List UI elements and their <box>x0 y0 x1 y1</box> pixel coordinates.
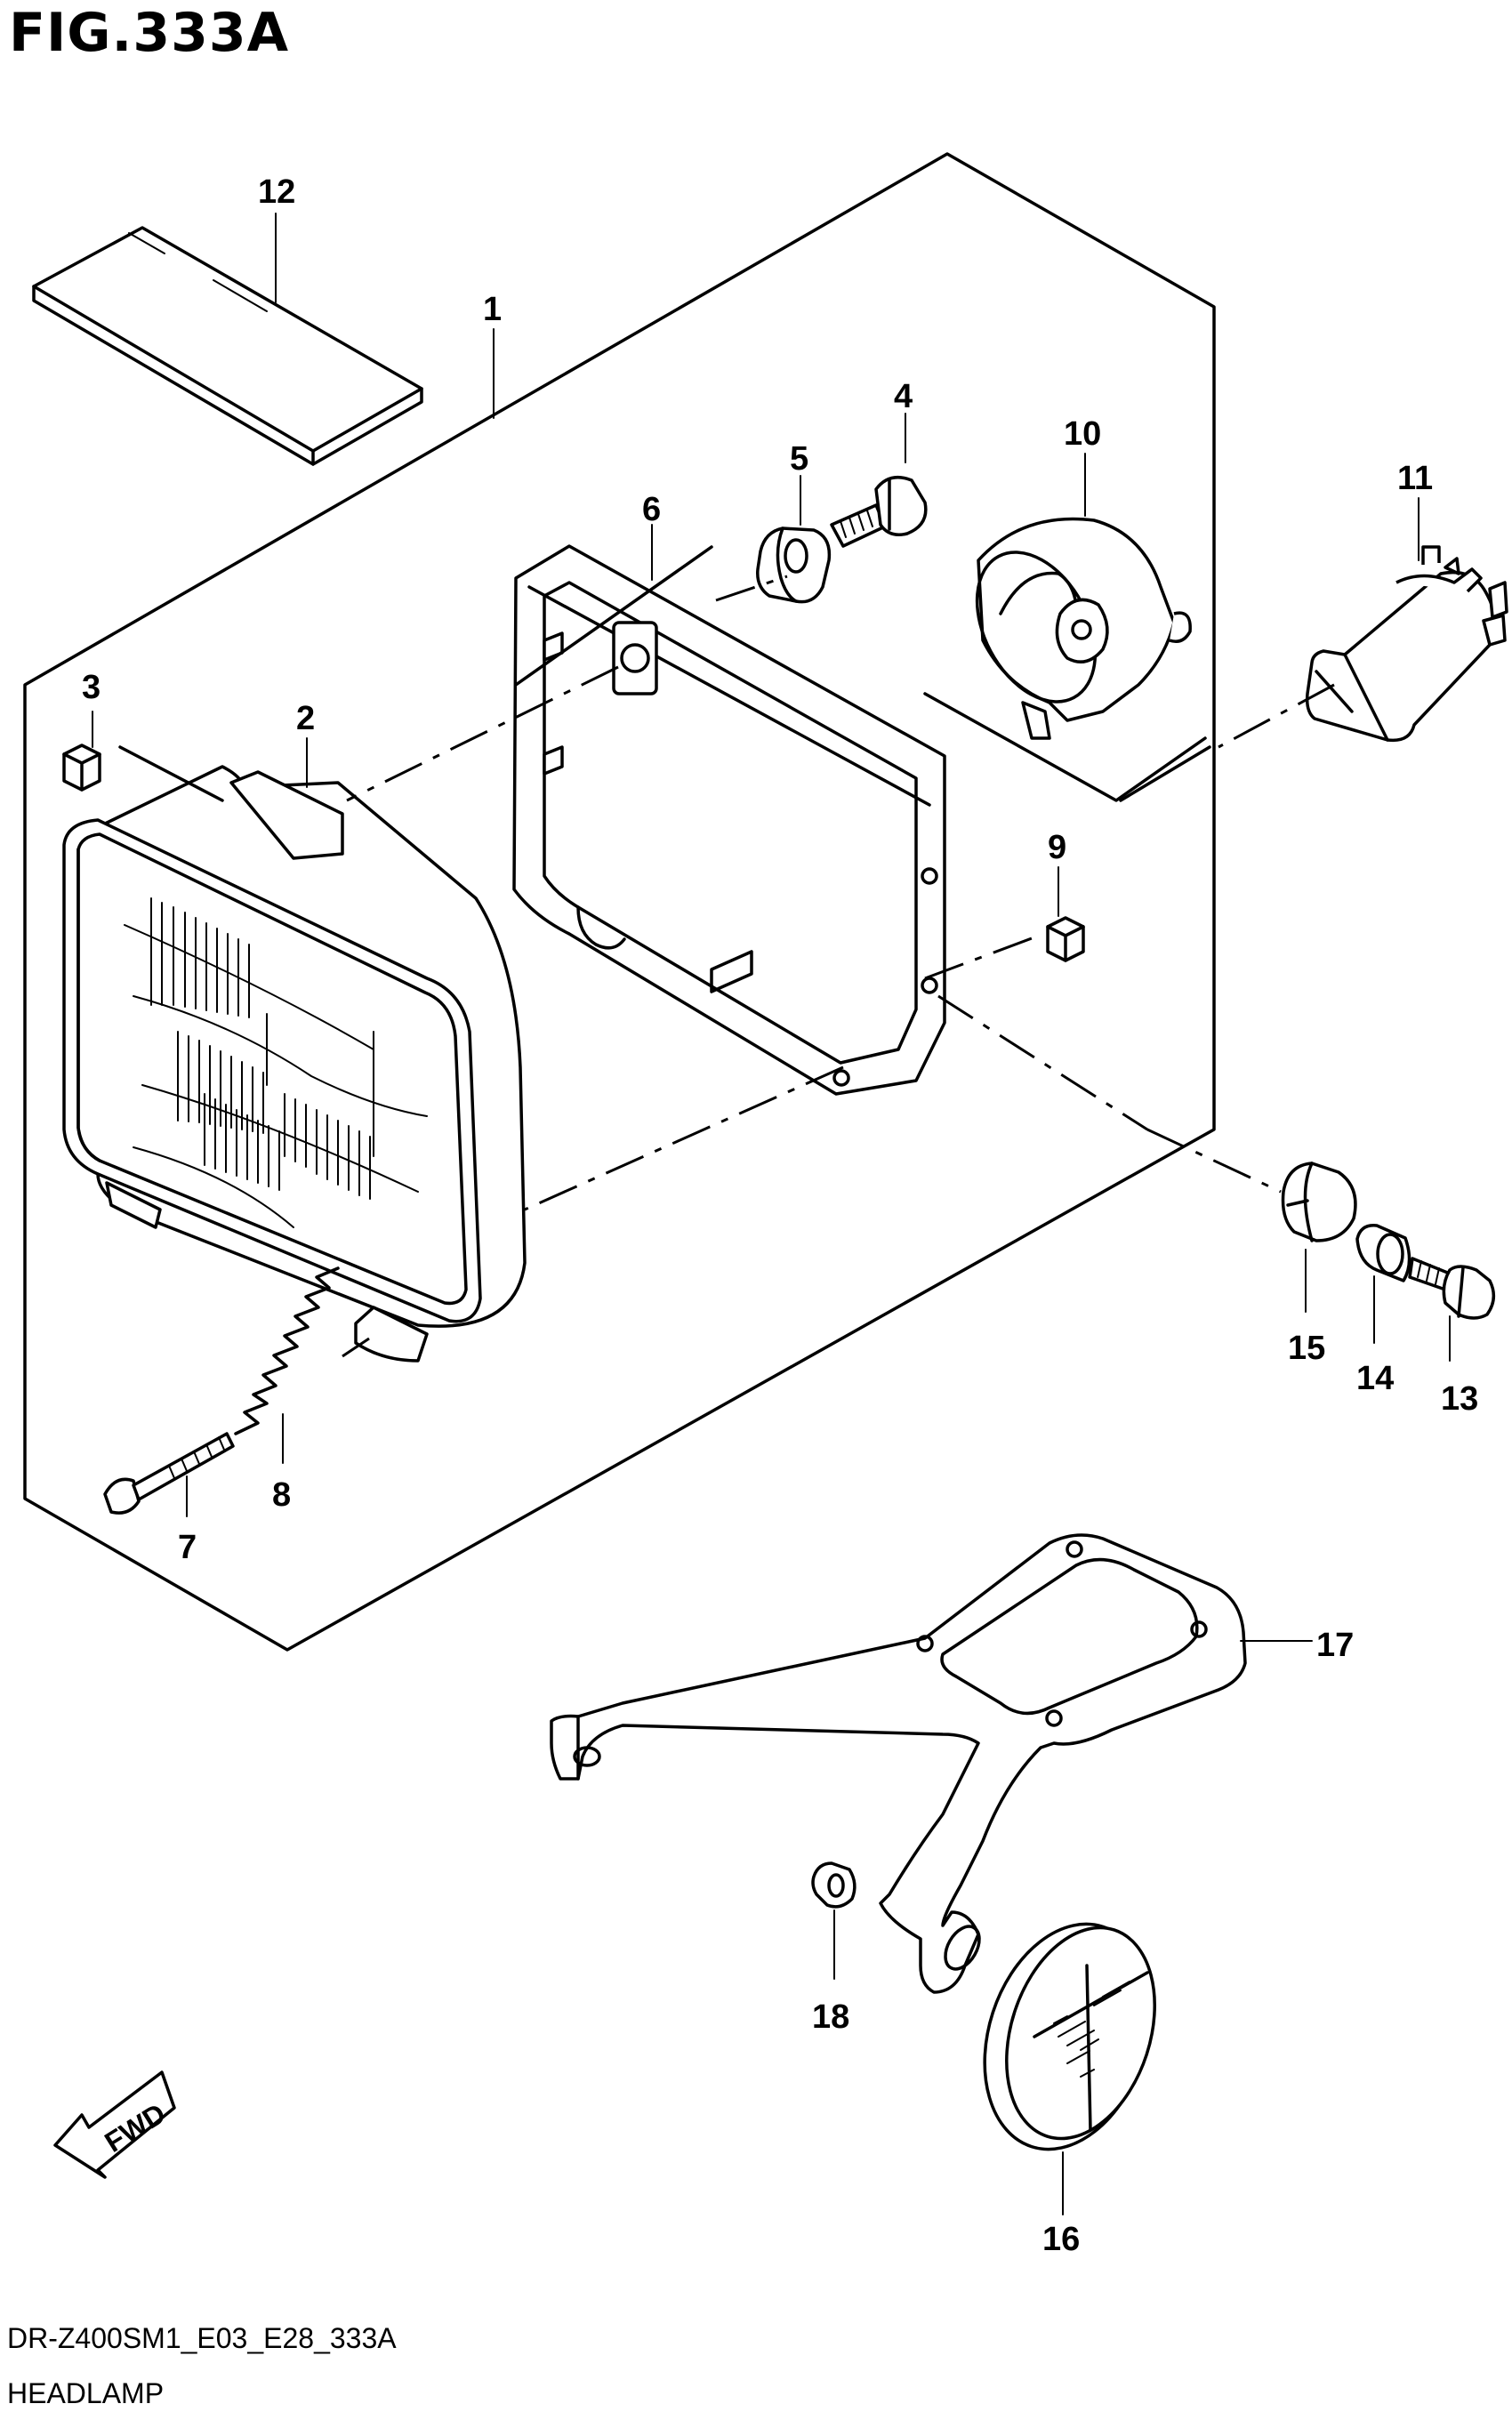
figure-caption: HEADLAMP <box>7 2377 165 2409</box>
part-9-nut <box>1046 916 1085 962</box>
part-6-headlamp-frame <box>512 544 946 1096</box>
part-8-spring <box>234 1266 340 1435</box>
part-3-nut <box>62 744 101 792</box>
part-11-bulb <box>1305 545 1508 743</box>
callout-2: 2 <box>296 700 315 737</box>
callout-18: 18 <box>812 1998 849 2036</box>
callout-10: 10 <box>1064 415 1101 453</box>
part-4-screw <box>830 475 928 548</box>
callout-12: 12 <box>258 173 295 211</box>
callout-16: 16 <box>1042 2221 1080 2258</box>
part-13-bolt <box>1408 1257 1496 1320</box>
part-5-grommet <box>756 527 832 604</box>
callout-8: 8 <box>272 1476 291 1514</box>
fwd-arrow-icon: FWD <box>53 2070 176 2179</box>
callout-17: 17 <box>1316 1627 1354 1664</box>
part-2-headlamp-unit <box>62 765 527 1363</box>
callout-7: 7 <box>178 1529 197 1566</box>
assembly-outline <box>23 152 1216 1652</box>
callout-5: 5 <box>790 440 808 478</box>
figure-title: FIG.333A <box>9 2 290 64</box>
callout-6: 6 <box>642 491 661 528</box>
callout-4: 4 <box>894 378 913 415</box>
part-16-reflector <box>983 1922 1156 2151</box>
part-14-collar <box>1355 1224 1411 1282</box>
callout-9: 9 <box>1048 829 1066 866</box>
callout-3: 3 <box>82 669 101 706</box>
callout-11: 11 <box>1397 460 1433 497</box>
part-12-label-sticker <box>32 226 423 466</box>
drawing-code: DR-Z400SM1_E03_E28_333A <box>7 2322 397 2354</box>
part-15-cushion <box>1281 1162 1357 1242</box>
callout-1: 1 <box>483 291 502 328</box>
assembly-lines <box>118 545 1335 1358</box>
callout-13: 13 <box>1441 1380 1478 1418</box>
part-10-socket-cover <box>975 517 1192 740</box>
callouts: 12 1 4 5 10 6 11 3 2 9 15 14 13 7 8 17 1… <box>82 173 1478 2258</box>
callout-14: 14 <box>1356 1360 1394 1397</box>
part-7-long-screw <box>103 1432 235 1515</box>
part-17-bracket <box>550 1533 1247 1994</box>
part-18-nut <box>811 1861 857 1909</box>
callout-15: 15 <box>1288 1330 1325 1367</box>
leader-lines <box>92 213 1451 2215</box>
